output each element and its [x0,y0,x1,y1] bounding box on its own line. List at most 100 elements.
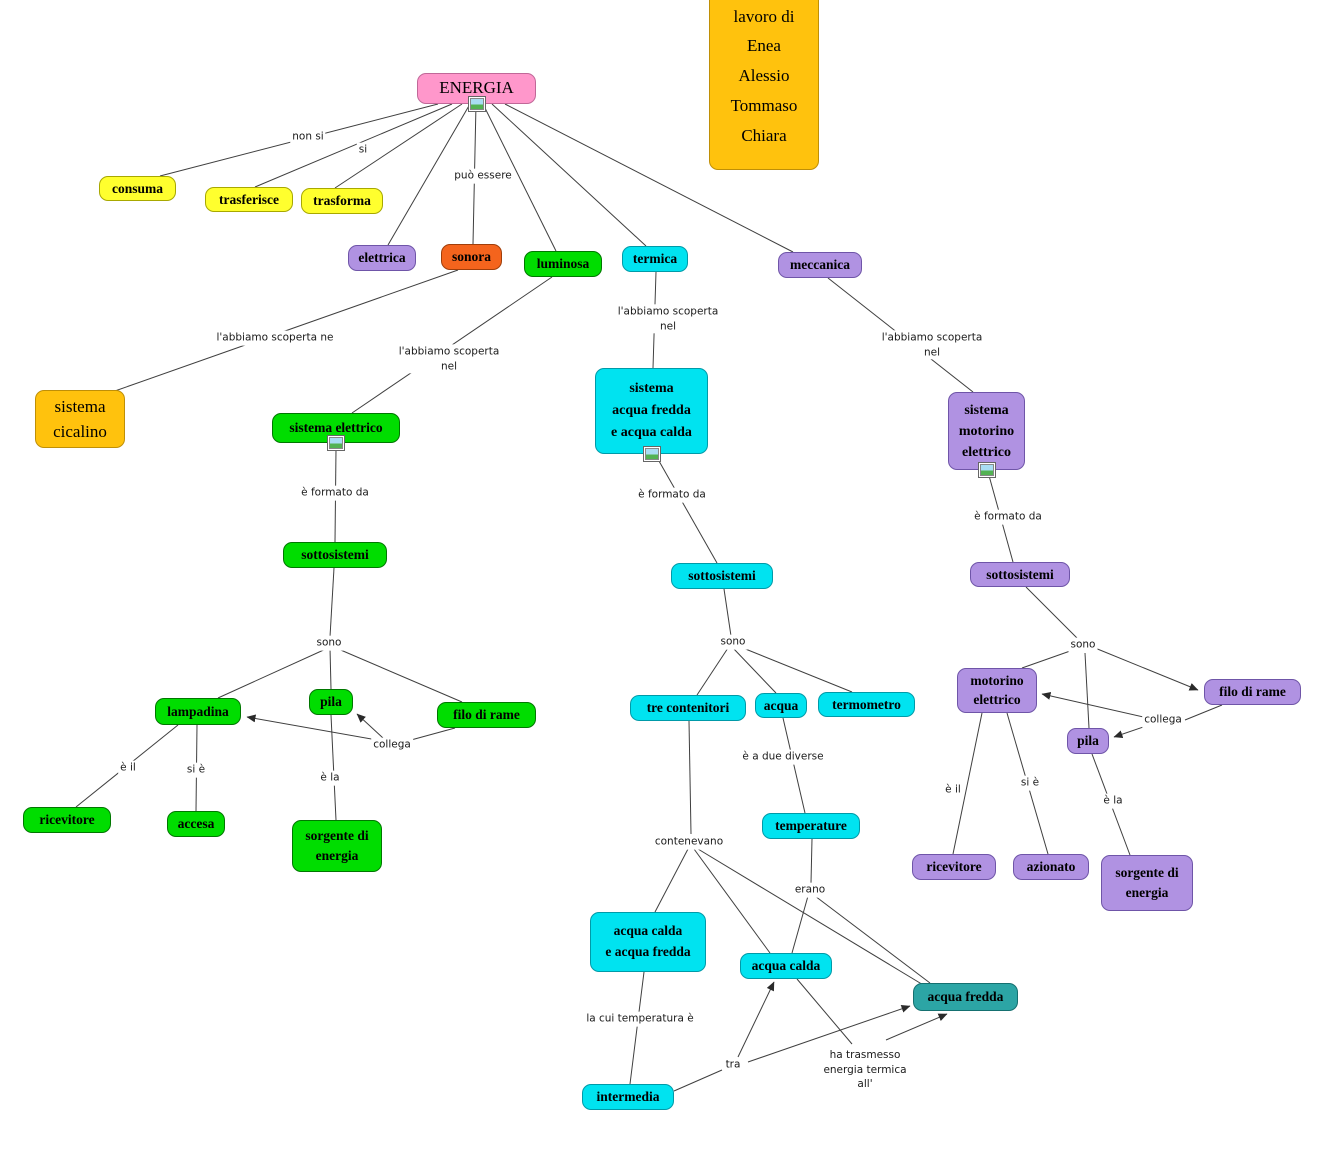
edge-sottosistemi-sono-ciano [723,588,732,637]
node-trasferisce[interactable]: trasferisce [205,187,293,212]
node-sonora[interactable]: sonora [441,244,502,270]
edge-sono-pila-verde [329,647,332,690]
node-sistema-elettrico[interactable]: sistema elettrico [272,413,400,443]
edge-contenevano-acqua-fredda [697,848,926,987]
link-label-8: è formato da [636,487,708,503]
edge-sono-filo-verde [335,647,463,703]
edge-sono-pila-viola [1084,652,1090,729]
node-luminosa[interactable]: luminosa [524,251,602,277]
node-sorgente-di-energia-viola[interactable]: sorgente di energia [1101,855,1193,911]
edge-energia-trasferisce [254,103,453,188]
edge-sono-motorino-elettrico [1021,649,1074,669]
node-trasforma[interactable]: trasforma [301,188,383,214]
link-label-10: sono [314,635,344,651]
link-label-26: collega [1142,712,1184,728]
link-label-13: è il [118,760,138,776]
edge-sono-lampadina [217,647,329,699]
node-ricevitore-viola[interactable]: ricevitore [912,854,996,880]
edge-ha-trasmesso-acqua-fredda [885,1013,948,1041]
node-sottosistemi-termico[interactable]: sottosistemi [671,563,773,589]
edge-energia-elettrica [387,103,471,246]
node-sistema-cicalino[interactable]: sistema cicalino [35,390,125,448]
link-label-19: erano [792,882,828,898]
node-consuma[interactable]: consuma [99,176,176,201]
link-label-20: la cui temperatura è [584,1011,696,1027]
edge-tre-contenitori-contenevano [688,720,692,835]
link-label-16: collega [371,737,413,753]
node-sistema-motorino-elettrico[interactable]: sistema motorino elettrico [948,392,1025,470]
resource-image-icon[interactable] [977,462,996,478]
link-label-5: l'abbiamo scoperta nel [615,304,721,334]
resource-image-icon[interactable] [642,446,661,462]
edge-collega-lampadina [246,714,384,742]
node-motorino-elettrico[interactable]: motorino elettrico [957,668,1037,713]
node-termometro[interactable]: termometro [818,692,915,717]
edge-tra-acqua-calda [737,981,775,1058]
link-label-9: è formato da [972,509,1044,525]
link-label-22: ha trasmesso energia termica all' [821,1047,909,1093]
link-label-4: l'abbiamo scoperta nel [396,344,502,374]
edge-acqua-temperature [782,717,806,814]
node-temperature[interactable]: temperature [762,813,860,839]
link-label-1: si [356,142,370,158]
node-sottosistemi-elettrico[interactable]: sottosistemi [283,542,387,568]
edge-temperature-erano [810,838,813,884]
edge-erano-acqua-fredda [814,895,931,984]
node-acqua[interactable]: acqua [755,693,807,718]
link-label-3: l'abbiamo scoperta ne [214,330,336,346]
edge-tra-acqua-fredda [747,1004,911,1063]
node-termica[interactable]: termica [622,246,688,272]
edge-collega-pila-verde [356,713,384,739]
link-label-18: è a due diverse [740,749,826,765]
link-label-6: l'abbiamo scoperta nel [879,330,985,360]
node-azionato[interactable]: azionato [1013,854,1089,880]
node-sorgente-di-energia-verde[interactable]: sorgente di energia [292,820,382,872]
link-label-23: è il [943,782,963,798]
resource-image-icon[interactable] [467,96,486,112]
edge-acqua-calda-fredda-intermedia [629,971,645,1085]
link-label-11: sono [718,634,748,650]
node-meccanica[interactable]: meccanica [778,252,862,278]
node-elettrica[interactable]: elettrica [348,245,416,271]
edge-intermedia-tra [673,1069,723,1092]
edge-sottosistemi-sono-viola [1025,586,1078,639]
node-acqua-calda-e-acqua-fredda[interactable]: acqua calda e acqua fredda [590,912,706,972]
node-acqua-calda[interactable]: acqua calda [740,953,832,979]
node-title[interactable]: lavoro di Enea Alessio Tommaso Chiara [709,0,819,170]
link-label-25: è la [1101,793,1125,809]
edge-energia-luminosa [482,103,557,252]
edge-pila-sorgente-verde [330,714,337,821]
link-label-7: è formato da [299,485,371,501]
edge-filo-collega-viola [1184,704,1223,721]
node-acqua-fredda[interactable]: acqua fredda [913,983,1018,1011]
node-filo-di-rame-verde[interactable]: filo di rame [437,702,536,728]
edge-acqua-calda-ha-trasmesso [796,978,853,1045]
link-label-15: è la [318,770,342,786]
edge-motorino-ricevitore [952,712,983,855]
node-accesa[interactable]: accesa [167,811,225,837]
link-label-14: si è [184,762,208,778]
node-tre-contenitori[interactable]: tre contenitori [630,695,746,721]
edge-energia-termica [491,103,647,247]
edge-sono-acqua [732,647,777,694]
node-lampadina[interactable]: lampadina [155,698,241,725]
edge-sono-filo-viola [1094,647,1199,691]
link-label-0: non si [290,129,326,145]
node-sistema-acqua-fredda-e-calda[interactable]: sistema acqua fredda e acqua calda [595,368,708,454]
node-pila-verde[interactable]: pila [309,689,353,715]
node-ricevitore-verde[interactable]: ricevitore [23,807,111,833]
node-sottosistemi-motorino[interactable]: sottosistemi [970,562,1070,587]
node-intermedia[interactable]: intermedia [582,1084,674,1110]
edge-energia-meccanica [504,103,794,253]
resource-image-icon[interactable] [327,435,345,451]
edge-contenevano-acqua-calda [693,848,771,954]
link-label-24: si è [1018,775,1042,791]
node-pila-viola[interactable]: pila [1067,728,1109,754]
node-filo-di-rame-viola[interactable]: filo di rame [1204,679,1301,705]
edge-collega-motorino [1041,691,1149,719]
edge-sono-termometro [737,645,853,693]
link-label-17: contenevano [652,834,726,850]
edge-contenevano-acqua-calda-fredda [654,848,689,913]
link-label-21: tra [723,1057,743,1073]
